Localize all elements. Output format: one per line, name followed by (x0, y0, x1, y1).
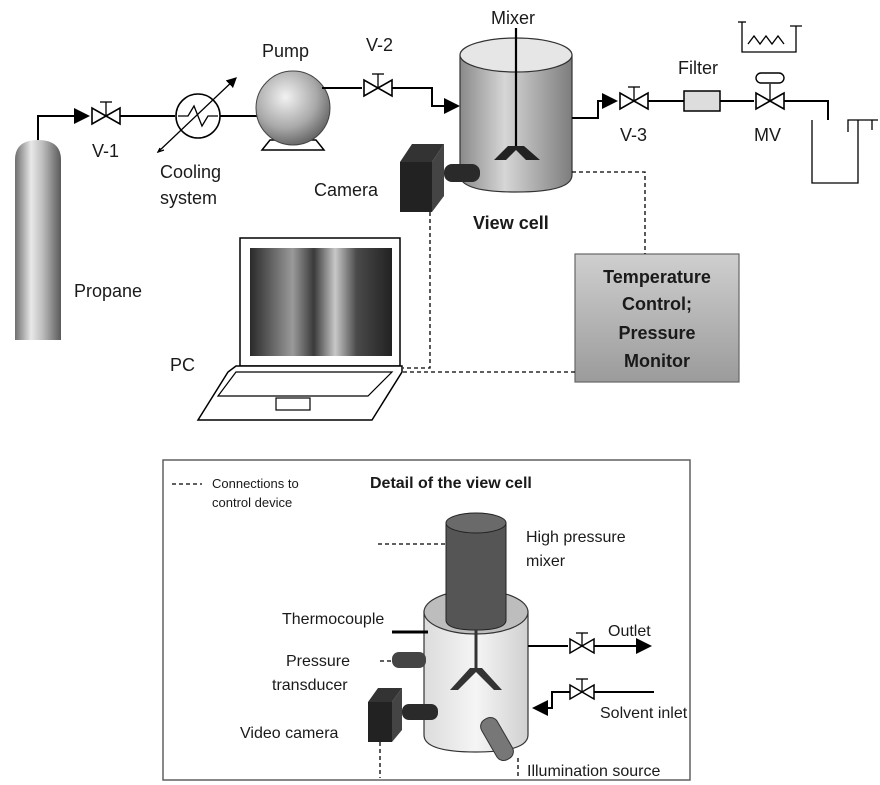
control-label-4: Monitor (624, 351, 690, 371)
pressure-transducer (392, 652, 426, 668)
video-camera-icon (368, 688, 438, 742)
valve-v3[interactable] (619, 86, 649, 111)
pc-laptop (196, 237, 403, 421)
legend-label-1: Connections to (212, 476, 299, 491)
control-label-2: Control; (622, 294, 692, 314)
mixer-label: Mixer (491, 8, 535, 28)
pressure-label-1: Pressure (286, 653, 350, 670)
collection-vessel (811, 119, 878, 184)
mv-label: MV (754, 125, 781, 145)
v2-label: V-2 (366, 35, 393, 55)
propane-label: Propane (74, 281, 142, 301)
mixer-detail-label-2: mixer (526, 553, 566, 570)
dash-camera-pc (403, 212, 431, 369)
illumination-source (480, 717, 514, 761)
outlet-valve[interactable] (569, 632, 595, 655)
line-cell-v3 (572, 93, 618, 119)
v1-label: V-1 (92, 141, 119, 161)
line-propane-v1 (37, 108, 90, 140)
camera-label: Camera (314, 180, 379, 200)
pressure-label-2: transducer (272, 677, 348, 694)
inlet-valve[interactable] (569, 678, 595, 701)
valve-v2[interactable] (363, 73, 393, 98)
v3-label: V-3 (620, 125, 647, 145)
solvent-inlet-label: Solvent inlet (600, 705, 688, 722)
cooling-label-2: system (160, 188, 217, 208)
valve-v1[interactable] (91, 101, 121, 126)
filter (683, 90, 721, 112)
pump (255, 70, 331, 151)
control-label-1: Temperature (603, 267, 711, 287)
dash-cell-control (572, 171, 646, 254)
view-cell-label: View cell (473, 213, 549, 233)
cooling-label-1: Cooling (160, 162, 221, 182)
thermocouple-label: Thermocouple (282, 611, 384, 628)
outlet-label: Outlet (608, 623, 651, 640)
propane-cylinder (15, 140, 61, 340)
line-mv-collector (784, 100, 829, 120)
pc-label: PC (170, 355, 195, 375)
control-box (574, 253, 740, 383)
heater-icon (738, 21, 802, 53)
line-inlet-2 (532, 691, 570, 716)
valve-mv[interactable] (755, 72, 785, 111)
filter-label: Filter (678, 58, 718, 78)
detail-view-cell (423, 512, 529, 753)
camera-icon (400, 144, 480, 212)
video-camera-label: Video camera (240, 725, 339, 742)
detail-title: Detail of the view cell (370, 475, 532, 492)
mixer-detail-label-1: High pressure (526, 529, 626, 546)
view-cell (459, 28, 573, 193)
line-v2-cell (392, 87, 460, 114)
control-label-3: Pressure (618, 323, 695, 343)
illumination-label: Illumination source (527, 763, 661, 780)
legend-label-2: control device (212, 495, 292, 510)
pump-label: Pump (262, 41, 309, 61)
